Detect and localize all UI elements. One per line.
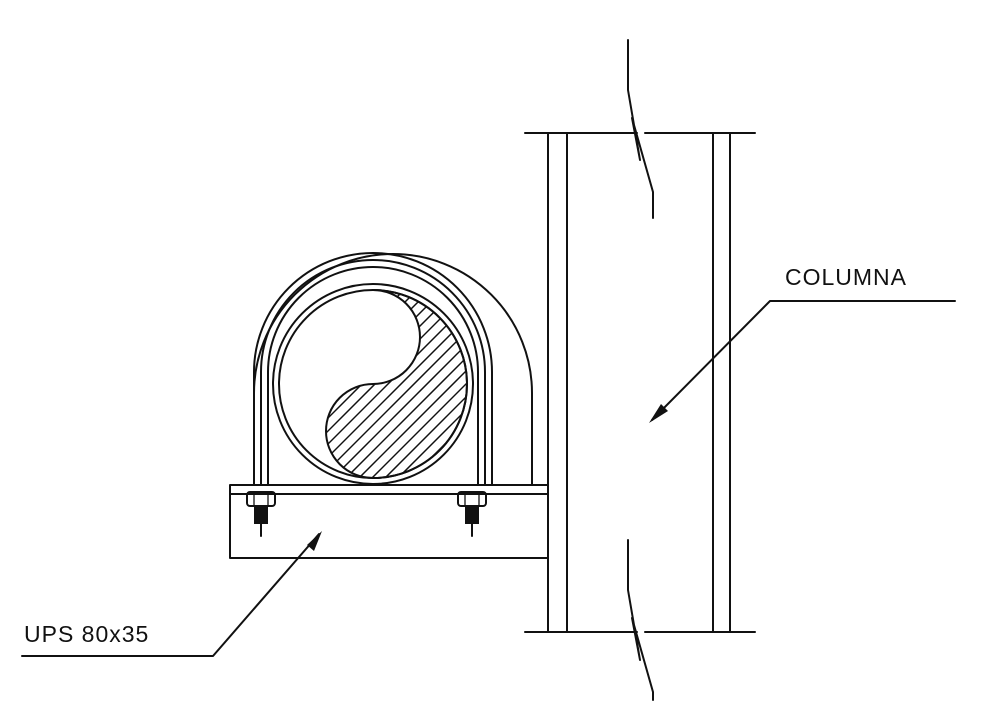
hatch-line xyxy=(0,280,193,500)
hatch-line xyxy=(77,280,297,500)
hatch-line xyxy=(0,280,219,500)
hatch-line xyxy=(38,280,258,500)
steel-column xyxy=(524,39,756,701)
column-leader-line xyxy=(651,300,956,421)
column-label: COLUMNA xyxy=(785,264,907,290)
u-bolt-outer xyxy=(253,253,533,486)
break-line-top xyxy=(627,39,654,219)
hatch-line xyxy=(326,290,467,478)
profile-label: UPS 80x35 xyxy=(24,621,149,647)
hatch-line xyxy=(326,290,467,478)
profile-leader-arrowhead xyxy=(307,531,322,551)
column-leader-arrowhead xyxy=(649,404,668,423)
hatch-outline xyxy=(325,289,468,479)
profile-callout: UPS 80x35 xyxy=(21,531,322,657)
u-bolt-outer-line xyxy=(253,252,493,486)
nut-right xyxy=(457,491,487,537)
pipe-outer-circle xyxy=(272,283,474,485)
hatch-line xyxy=(64,280,284,500)
thread-right xyxy=(465,506,479,524)
u-bolt-inner-line-2 xyxy=(267,266,479,486)
pipe-hatched-area xyxy=(0,280,468,500)
thread-left xyxy=(254,506,268,524)
hatch-line xyxy=(51,280,271,500)
hatch-line xyxy=(25,280,245,500)
hatch-line xyxy=(103,280,323,500)
u-bolt xyxy=(253,252,533,486)
hatch-line xyxy=(326,290,467,478)
hatch-line xyxy=(12,280,232,500)
u-bolt-inner-line-1 xyxy=(260,259,486,486)
hatch-line xyxy=(326,290,467,478)
hatch-line xyxy=(0,280,206,500)
hatch-line xyxy=(349,290,467,478)
profile-leader-line xyxy=(21,533,320,657)
hatch-line xyxy=(375,290,467,478)
break-line-bottom xyxy=(627,539,654,701)
nut-left xyxy=(246,491,276,537)
hatch-line xyxy=(362,290,467,478)
ups-bracket xyxy=(229,484,549,559)
hatch-lines xyxy=(0,280,467,500)
bracket-body xyxy=(229,484,549,559)
hatch-line xyxy=(336,290,467,478)
hatch-line xyxy=(0,280,180,500)
column-callout: COLUMNA xyxy=(649,264,956,423)
